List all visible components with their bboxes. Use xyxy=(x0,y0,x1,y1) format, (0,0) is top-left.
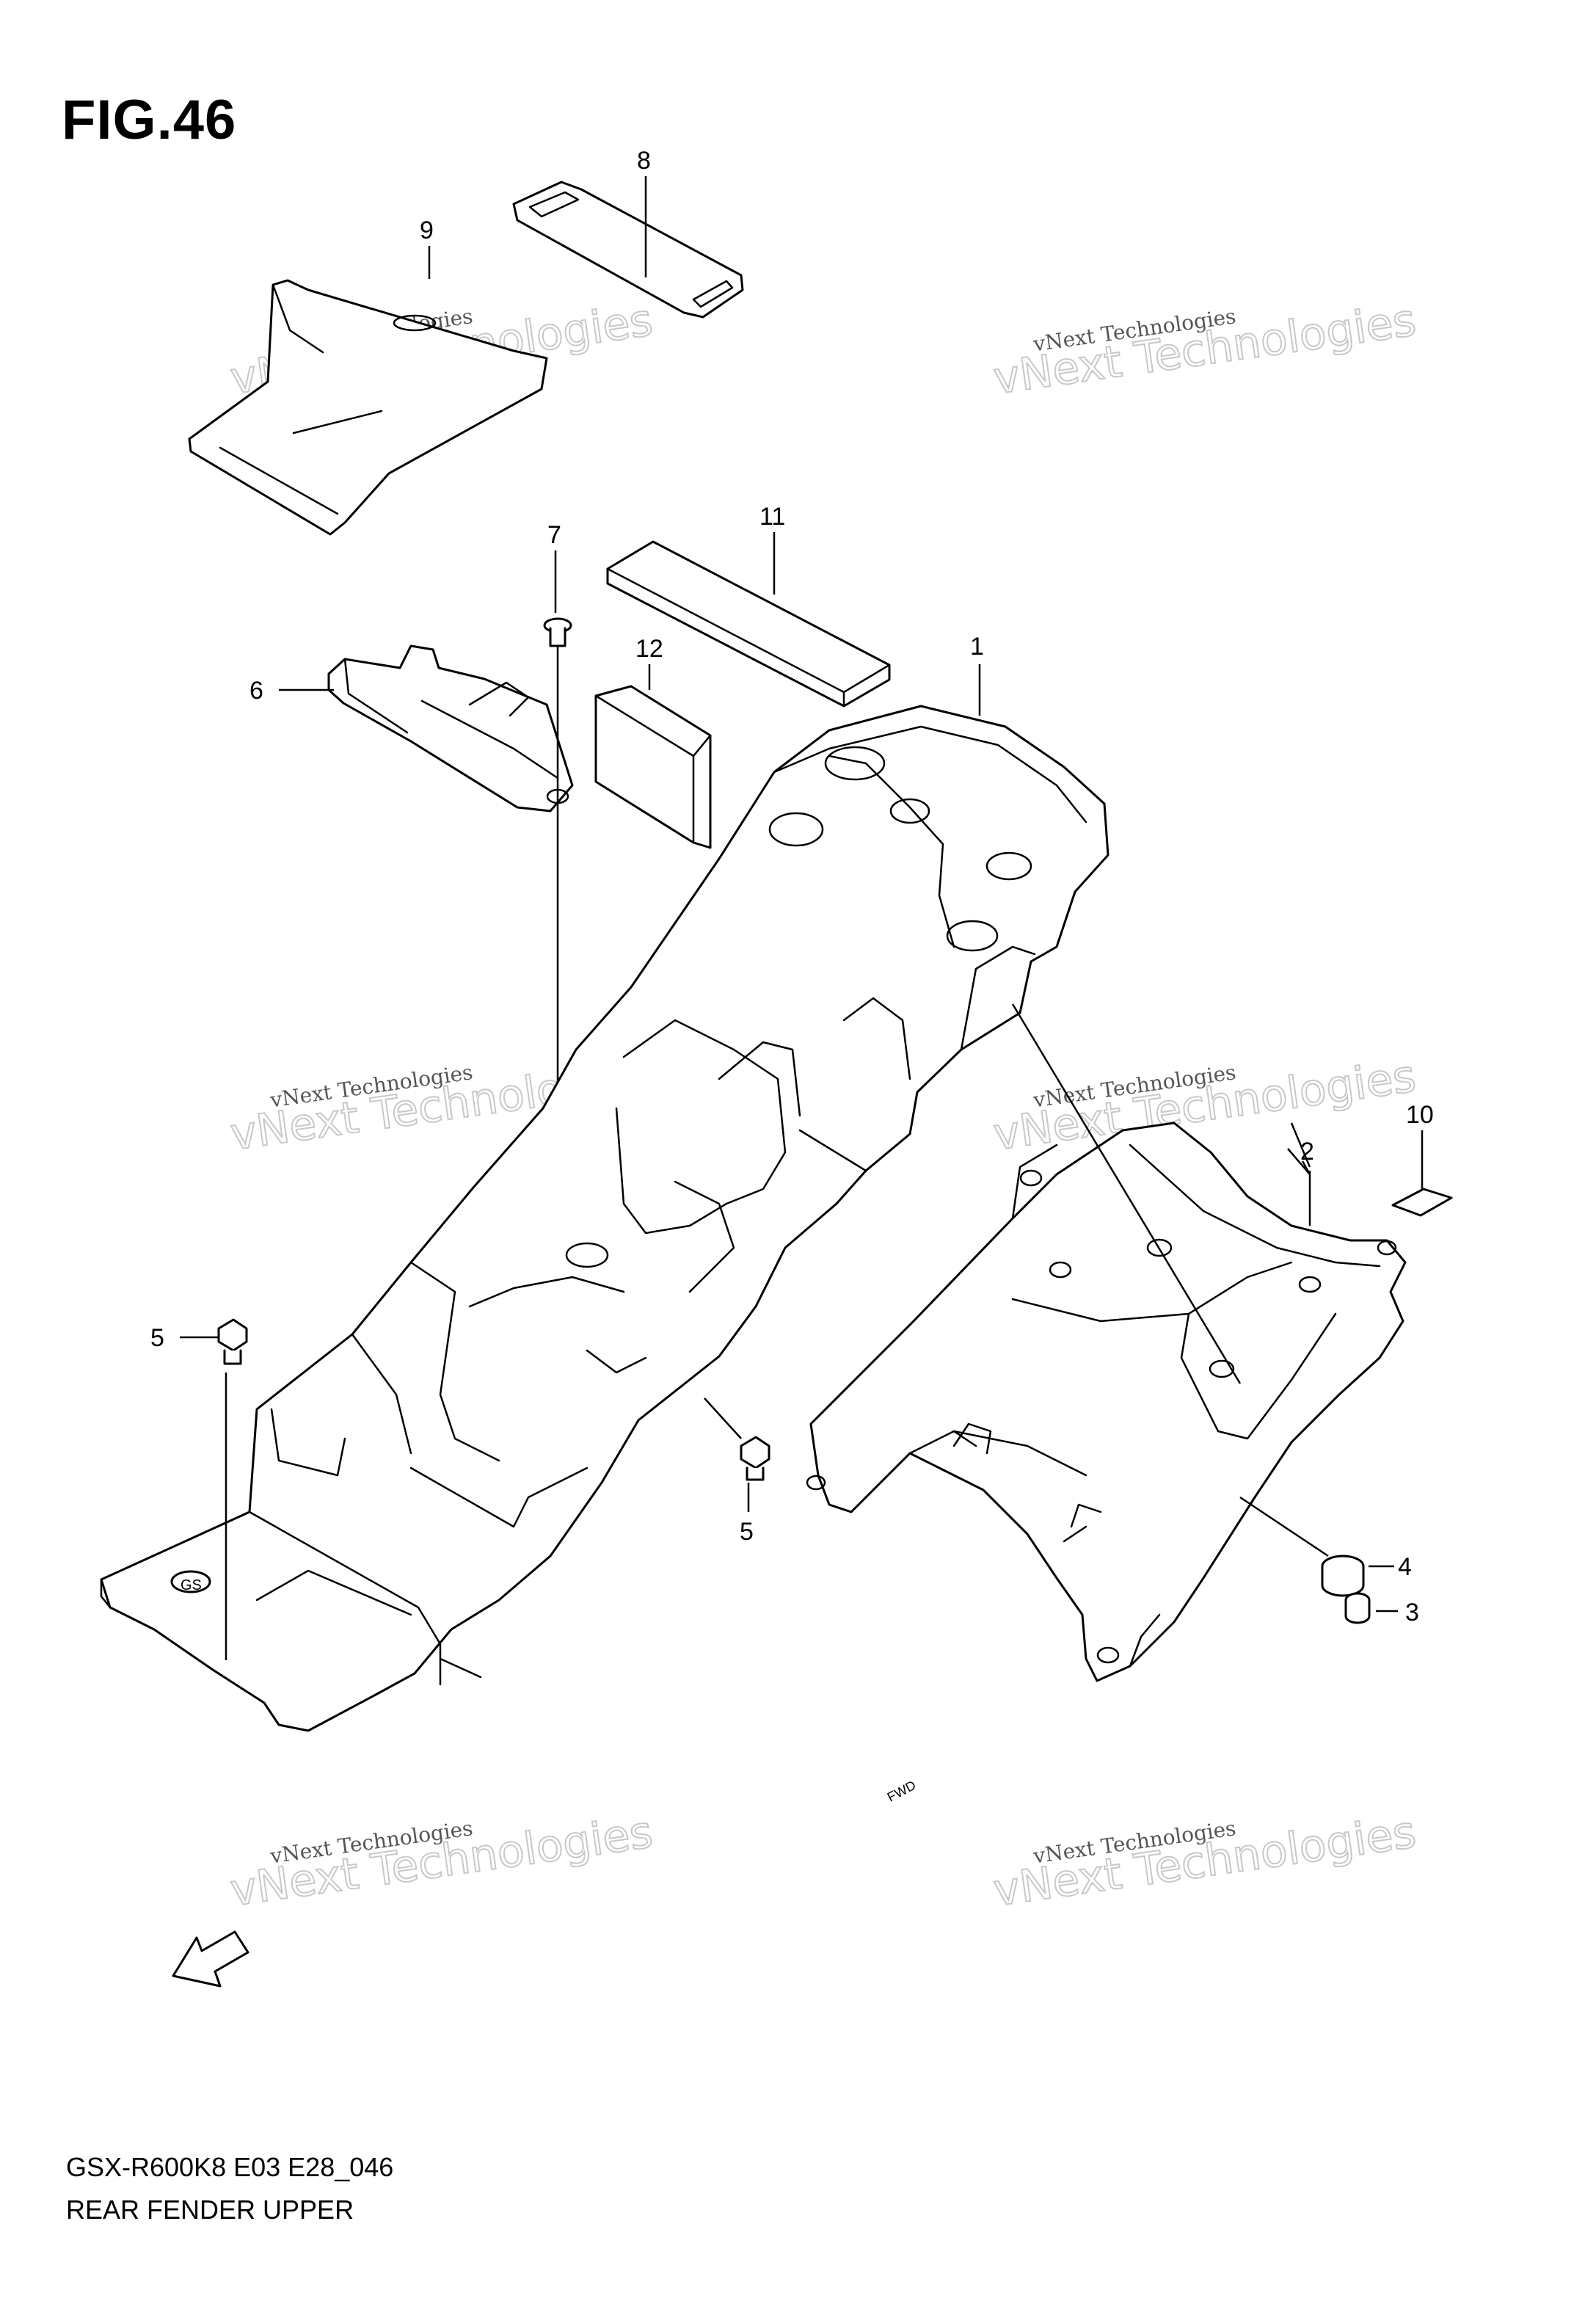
fwd-label: FWD xyxy=(885,1778,919,1805)
watermark: vNext Technologies vNext Technologies xyxy=(990,1050,1420,1161)
part-6-bracket xyxy=(327,644,574,813)
callout-3: 3 xyxy=(1405,1599,1419,1626)
figure-title: FIG.46 xyxy=(62,89,237,151)
callout-10: 10 xyxy=(1406,1101,1434,1129)
callout-6: 6 xyxy=(249,677,263,705)
callouts: 1 2 3 4 5 5 6 7 8 9 10 11 12 xyxy=(150,147,1434,1626)
part-1-rear-fender: GS xyxy=(100,705,1109,1732)
diagram-code: GSX-R600K8 E03 E28_046 xyxy=(66,2152,394,2182)
part-11-pad xyxy=(606,540,891,708)
watermark: vNext Technologies vNext Technologies xyxy=(227,1806,657,1917)
callout-12: 12 xyxy=(635,635,663,663)
part-5-bolt-center xyxy=(740,1436,770,1481)
diagram-name: REAR FENDER UPPER xyxy=(66,2195,354,2225)
callout-5-center: 5 xyxy=(740,1518,754,1546)
callout-11: 11 xyxy=(759,503,785,531)
callout-7: 7 xyxy=(547,521,561,549)
tray-mark: GS xyxy=(181,1577,202,1593)
part-9-tool-bag xyxy=(188,279,548,536)
part-10-label xyxy=(1391,1188,1453,1217)
part-8-strap xyxy=(512,181,744,319)
part-4-grommet xyxy=(1321,1555,1365,1597)
watermark: vNext Technologies vNext Technologies xyxy=(990,1806,1420,1917)
watermark: vNext Technologies vNext Technologies xyxy=(990,294,1420,405)
callout-8: 8 xyxy=(637,147,651,175)
part-5-bolt-left xyxy=(217,1318,248,1365)
callout-1: 1 xyxy=(970,633,984,661)
callout-5-left: 5 xyxy=(150,1324,164,1352)
callout-9: 9 xyxy=(420,217,434,244)
part-3-collar xyxy=(1344,1592,1371,1624)
leader-lines xyxy=(180,176,1424,1660)
callout-4: 4 xyxy=(1398,1553,1412,1581)
part-2-side-panel xyxy=(806,1122,1407,1682)
callout-2: 2 xyxy=(1300,1138,1314,1166)
part-12-pad xyxy=(594,685,712,849)
